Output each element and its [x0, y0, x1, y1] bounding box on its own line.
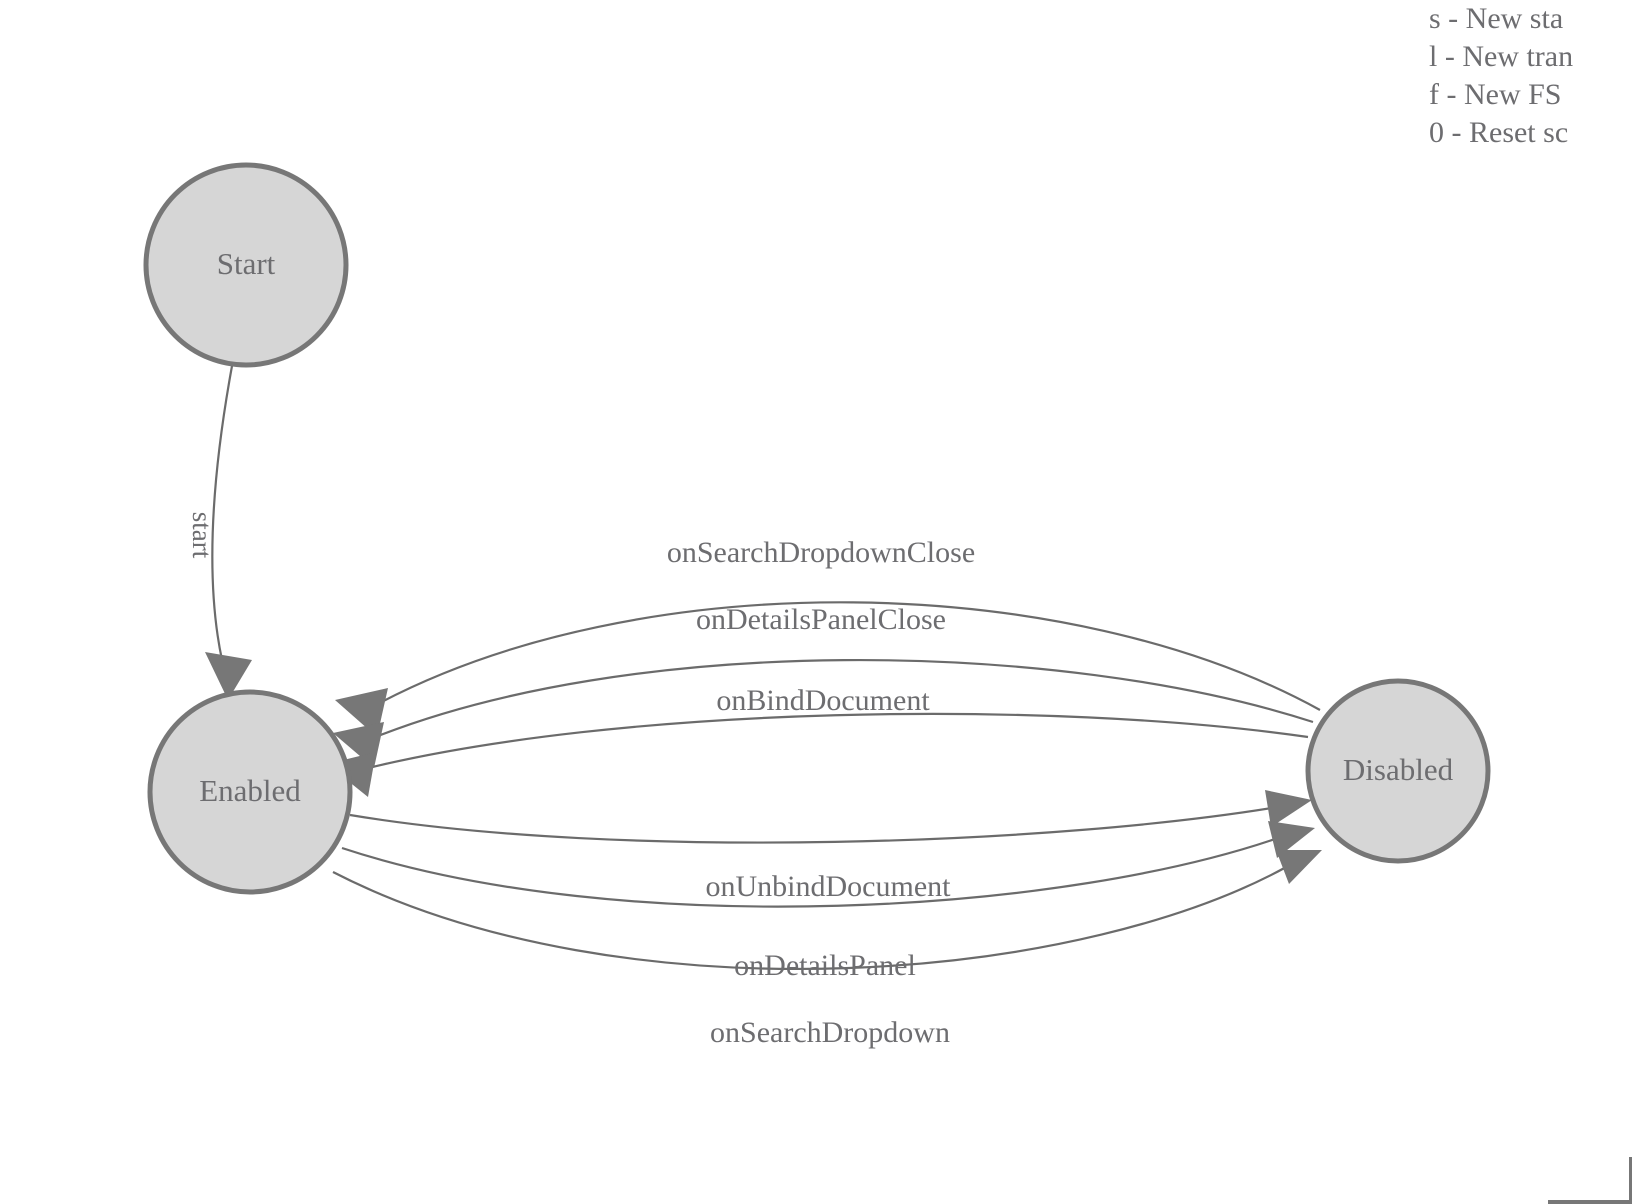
state-node-disabled[interactable]: Disabled — [1305, 678, 1491, 864]
transition-onunbinddocument[interactable] — [349, 790, 1312, 844]
edge-path-onbinddocument — [359, 712, 1309, 772]
window-frame-right-edge — [1629, 1157, 1632, 1204]
transition-onbinddocument[interactable] — [327, 712, 1309, 797]
edge-label-onunbinddocument: onUnbindDocument — [706, 870, 952, 903]
arrowhead-onunbinddocument — [1265, 790, 1312, 827]
state-node-start[interactable]: Start — [143, 162, 349, 368]
transition-ondetailspanel[interactable] — [341, 821, 1315, 908]
state-label-disabled: Disabled — [1343, 752, 1454, 787]
edge-label-onbinddocument: onBindDocument — [716, 684, 930, 717]
edge-path-onsearchdropdownclose — [371, 601, 1321, 711]
edge-label-ondetailspanelclose: onDetailsPanelClose — [696, 603, 946, 636]
state-label-enabled: Enabled — [199, 773, 301, 808]
arrowhead-start — [205, 652, 252, 700]
edge-label-onsearchdropdown: onSearchDropdown — [710, 1016, 950, 1049]
arrowhead-ondetailspanel — [1268, 821, 1315, 858]
state-label-start: Start — [217, 246, 276, 281]
transition-start-to-enabled[interactable] — [205, 365, 252, 700]
edge-label-ondetailspanel: onDetailsPanel — [734, 949, 916, 982]
edge-path-ondetailspanel — [341, 831, 1293, 908]
state-node-enabled[interactable]: Enabled — [147, 689, 353, 895]
window-frame-bottom-edge — [1548, 1200, 1632, 1204]
transition-onsearchdropdown[interactable] — [332, 850, 1322, 971]
state-circle-disabled — [1305, 678, 1491, 864]
state-circle-start — [143, 162, 349, 368]
arrowhead-onsearchdropdown — [1276, 850, 1322, 884]
edge-label-onsearchdropdownclose: onSearchDropdownClose — [667, 536, 975, 569]
edge-path-onsearchdropdown — [332, 857, 1303, 971]
edge-path-onunbinddocument — [349, 803, 1291, 844]
edge-label-start: start — [187, 512, 217, 559]
state-circle-enabled — [147, 689, 353, 895]
edge-path-start — [211, 365, 234, 661]
edge-path-ondetailspanelclose — [367, 659, 1314, 742]
